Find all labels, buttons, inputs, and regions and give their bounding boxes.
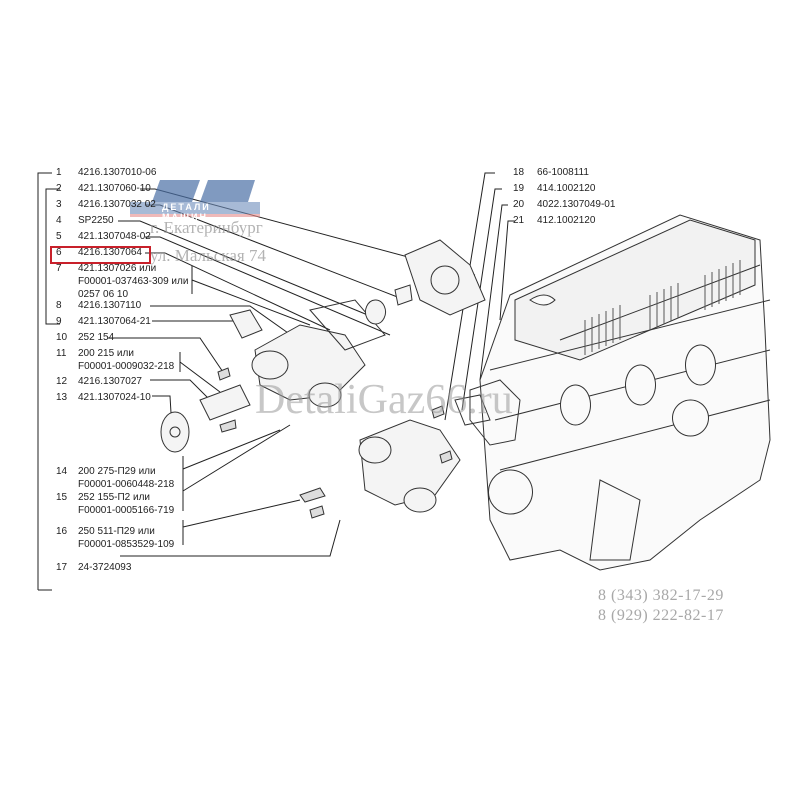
- part-number: 8: [56, 300, 62, 311]
- leader-11: [179, 352, 221, 393]
- part-code: 421.1307060-10: [78, 183, 151, 194]
- part-number: 16: [56, 526, 68, 537]
- part-code: F00001-037463-309 или: [78, 276, 189, 287]
- part-number: 10: [56, 332, 68, 343]
- part-number: 5: [56, 231, 62, 242]
- part-number: 21: [513, 215, 525, 226]
- watermark-city: г. Екатеринбург: [150, 218, 263, 237]
- part-number: 3: [56, 199, 62, 210]
- part-code: 250 511-П29 или: [78, 526, 155, 537]
- part-number: 2: [56, 183, 62, 194]
- leader-14-15: [182, 424, 291, 511]
- leader-10: [108, 337, 226, 376]
- logo-text: ДЕТАЛИ МАШИН: [162, 202, 211, 222]
- part-number: 6: [56, 247, 62, 258]
- watermark-site: DetaliGaz66.ru: [255, 377, 513, 423]
- leader-20: [479, 204, 508, 381]
- part-code: 252 155-П2 или: [78, 492, 151, 503]
- leader-6: [145, 252, 331, 331]
- part-code: 4216.1307064: [78, 247, 142, 258]
- part-code: 4216.1307010-06: [78, 167, 157, 178]
- part-number: 12: [56, 376, 68, 387]
- watermark-logo: ДЕТАЛИ МАШИН: [130, 180, 260, 222]
- part-code: 4216.1307032 02: [78, 199, 156, 210]
- part-number: 11: [56, 348, 67, 359]
- part-code: 4216.1307110: [78, 300, 142, 311]
- phone-1: 8 (343) 382-17-29: [598, 587, 724, 604]
- part-code: 412.1002120: [537, 215, 596, 226]
- part-number: 20: [513, 199, 525, 210]
- leader-21: [499, 220, 515, 321]
- leader-4: [118, 220, 376, 319]
- leader-19: [461, 188, 502, 411]
- part-code: 24-3724093: [78, 562, 132, 573]
- part-code: 421.1307026 или: [78, 263, 157, 274]
- leader-17: [120, 519, 341, 557]
- watermark-street: ул. Мальская 74: [150, 246, 266, 265]
- part-code: 66-1008111: [537, 167, 589, 178]
- part-number: 4: [56, 215, 62, 226]
- part-code: 200 275-П29 или: [78, 466, 156, 477]
- logo-shape-icon: [130, 180, 260, 217]
- leader-7: [191, 266, 311, 326]
- part-number: 1: [56, 167, 62, 178]
- part-code: 421.1307024-10: [78, 392, 151, 403]
- part-code: F00001-0009032-218: [78, 361, 175, 372]
- part-number: 9: [56, 316, 62, 327]
- leader-18: [444, 172, 495, 421]
- part-number: 13: [56, 392, 68, 403]
- leader-12: [150, 379, 211, 401]
- leader-8: [150, 305, 299, 341]
- part-code: F00001-0005166-719: [78, 505, 175, 516]
- part-number: 17: [56, 562, 68, 573]
- part-code: 200 215 или: [78, 348, 134, 359]
- leader-5: [145, 236, 391, 336]
- bracket-line-2: [45, 188, 60, 325]
- engine-block: [479, 214, 771, 571]
- water-pump-installed: [358, 379, 521, 513]
- part-code: F00001-0060448-218: [78, 479, 175, 490]
- part-code: 0257 06 10: [78, 289, 129, 300]
- part-number: 15: [56, 492, 68, 503]
- phone-2: 8 (929) 222-82-17: [598, 607, 724, 624]
- water-pump-exploded: [160, 239, 486, 453]
- leader-16: [182, 499, 301, 545]
- part-code: 421.1307048-02: [78, 231, 151, 242]
- part-code: 414.1002120: [537, 183, 596, 194]
- part-code: SP2250: [78, 215, 114, 226]
- leader-2: [140, 188, 476, 276]
- part-code: 4022.1307049-01: [537, 199, 616, 210]
- part-number: 18: [513, 167, 525, 178]
- highlight-box-item-6: [50, 246, 151, 264]
- part-code: F00001-0853529-109: [78, 539, 175, 550]
- part-number: 7: [56, 263, 62, 274]
- part-number: 14: [56, 466, 68, 477]
- part-number: 19: [513, 183, 525, 194]
- part-code: 4216.1307027: [78, 376, 142, 387]
- part-code: 421.1307064-21: [78, 316, 151, 327]
- part-code: 252 154: [78, 332, 115, 343]
- fasteners: [217, 367, 453, 519]
- bracket-line-1: [37, 172, 52, 590]
